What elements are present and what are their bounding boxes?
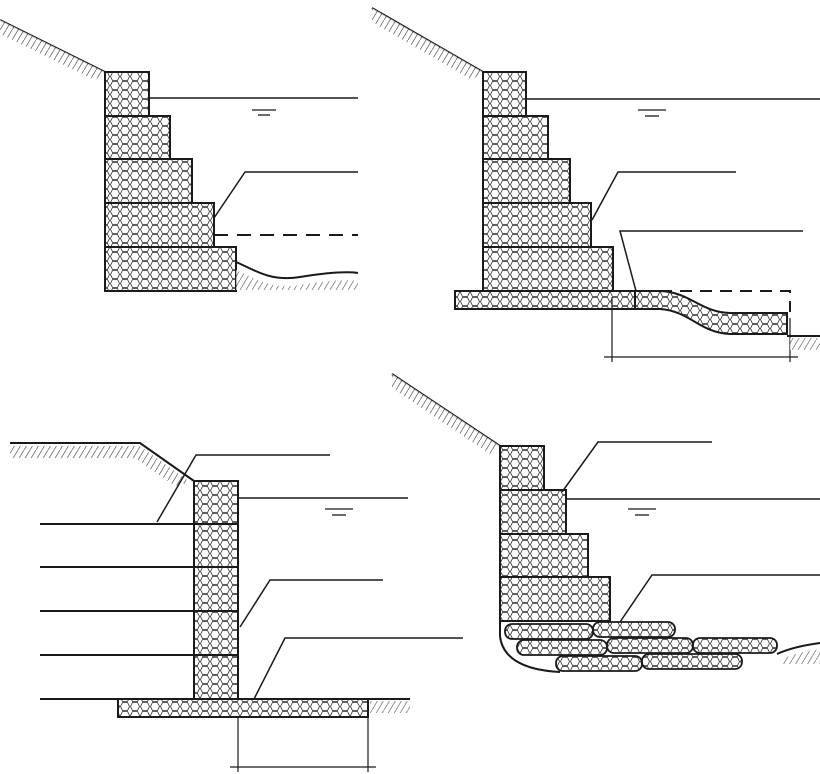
water-level-icon	[638, 109, 666, 117]
soil-hatch	[790, 338, 820, 350]
apron-mattress	[592, 621, 676, 638]
leader-line	[213, 171, 358, 219]
soil-hatch	[780, 649, 820, 664]
gabion-block	[482, 246, 614, 292]
ground-line	[235, 261, 359, 280]
soil-hatch	[0, 20, 105, 80]
gabion-block	[499, 489, 567, 535]
gabion-block	[193, 654, 239, 700]
gabion-block	[104, 202, 215, 248]
soil-hatch	[236, 270, 358, 290]
apron-mattress	[634, 290, 788, 335]
gabion-block	[482, 115, 549, 160]
water-level-icon	[628, 508, 656, 516]
gabion-block	[482, 158, 571, 204]
leader-line	[253, 637, 463, 700]
gabion-block	[193, 566, 239, 612]
low-water-dashed	[660, 290, 791, 312]
base-mattress	[117, 698, 369, 718]
apron-mattress	[555, 655, 643, 672]
soil-hatch	[10, 446, 190, 486]
soil-hatch	[392, 374, 500, 454]
gabion-block	[499, 445, 545, 491]
panel-a	[0, 19, 359, 292]
gabion-block	[499, 533, 589, 578]
apron-mattress	[641, 653, 743, 670]
apron-mattress	[516, 639, 608, 656]
gabion-block	[104, 115, 171, 160]
soil-hatch	[370, 701, 410, 713]
leader-line	[239, 579, 383, 628]
panel-b	[371, 7, 820, 362]
gabion-block	[193, 610, 239, 656]
apron-mattress	[504, 623, 594, 640]
gabion-block	[104, 71, 150, 117]
water-level-icon	[252, 109, 276, 116]
water-level-icon	[325, 508, 353, 516]
gabion-block	[482, 71, 527, 117]
soil-hatch	[372, 8, 483, 80]
slope-line	[10, 442, 195, 482]
leader-line	[619, 230, 803, 292]
ground-line	[776, 642, 820, 655]
gabion-block	[482, 202, 592, 248]
gabion-block	[499, 576, 611, 622]
gabion-block	[193, 523, 239, 568]
panel-c	[10, 442, 463, 772]
leader-line	[561, 441, 712, 493]
leader-line	[619, 574, 820, 623]
curved-base	[499, 621, 561, 673]
apron-mattress	[606, 637, 694, 654]
panel-d	[391, 373, 820, 673]
base-mattress	[454, 290, 636, 310]
apron-mattress	[692, 637, 778, 654]
gabion-block	[193, 480, 239, 525]
gabion-block	[104, 158, 193, 204]
gabion-block	[104, 246, 237, 292]
leader-line	[156, 454, 330, 523]
leader-line	[591, 171, 736, 221]
